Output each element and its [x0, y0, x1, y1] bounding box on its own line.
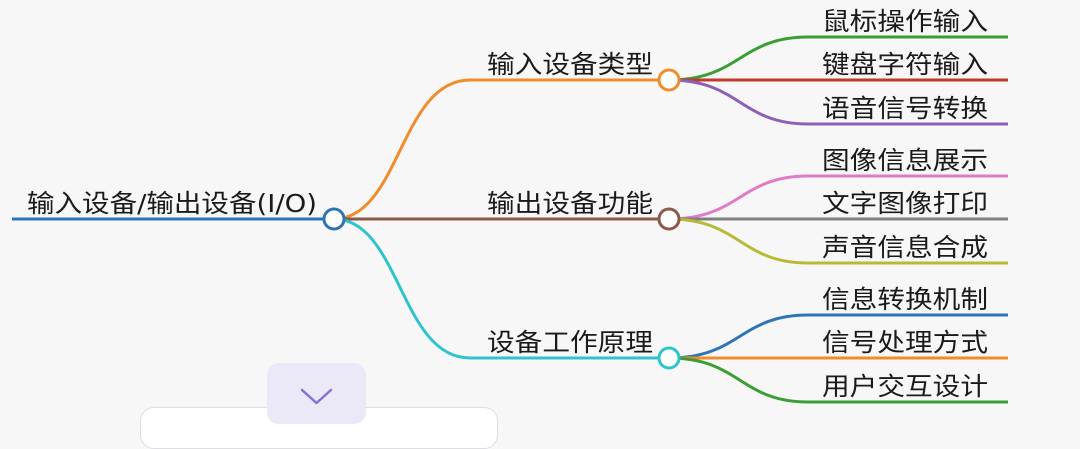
leaf-connector-3-3 — [668, 356, 1008, 404]
leaf-label-2-2: 文字图像打印 — [822, 189, 988, 218]
leaf-label-3-2: 信号处理方式 — [822, 328, 988, 357]
branch-label-2: 输出设备功能 — [487, 189, 653, 218]
branch-node-handle-3[interactable] — [657, 346, 681, 370]
branch-node-handle-2[interactable] — [657, 207, 681, 231]
branch-label-1: 输入设备类型 — [487, 50, 653, 79]
leaf-connector-2-3 — [668, 217, 1008, 265]
branch-label-3: 设备工作原理 — [487, 328, 653, 357]
leaf-connector-3-1 — [668, 313, 1008, 360]
leaf-label-1-3: 语音信号转换 — [822, 94, 988, 123]
chevron-down-icon — [300, 388, 333, 405]
mindmap-canvas: 输入设备/输出设备(I/O) 输入设备类型 鼠标操作输入 键盘字符输入 语音信号… — [12, 7, 1008, 404]
leaf-connector-1-3 — [668, 78, 1008, 126]
leaf-label-3-3: 用户交互设计 — [822, 372, 988, 401]
leaf-label-1-2: 键盘字符输入 — [822, 50, 988, 79]
branch-connector-3 — [333, 217, 471, 360]
branch-node-handle-1[interactable] — [657, 68, 681, 92]
branch-connector-1 — [333, 78, 471, 221]
leaf-label-3-1: 信息转换机制 — [822, 285, 988, 314]
root-node-handle[interactable] — [322, 207, 346, 231]
leaf-label-2-3: 声音信息合成 — [822, 233, 988, 262]
leaf-connector-2-1 — [668, 174, 1008, 221]
collapse-button[interactable] — [267, 363, 366, 424]
leaf-label-1-1: 鼠标操作输入 — [822, 7, 988, 36]
leaf-connector-1-1 — [668, 35, 1008, 82]
leaf-label-2-1: 图像信息展示 — [822, 146, 988, 175]
root-label: 输入设备/输出设备(I/O) — [27, 189, 317, 218]
